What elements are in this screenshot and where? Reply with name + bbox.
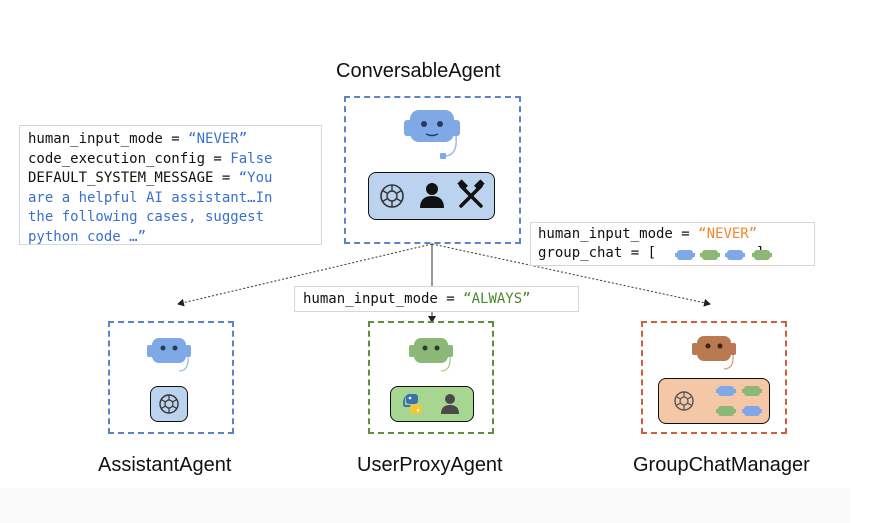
mini-robot-icon: [675, 250, 695, 260]
userproxy-agent-title: UserProxyAgent: [357, 454, 503, 476]
assistant-agent-box: [108, 321, 234, 434]
assistant-agent-title: AssistantAgent: [98, 454, 232, 476]
tools-icon: [457, 179, 485, 208]
mini-robot-icon: [742, 386, 762, 396]
assistant-tools-tray: [150, 386, 188, 422]
person-icon: [420, 183, 444, 208]
groupchat-config-box: human_input_mode = “NEVER” group_chat = …: [530, 222, 815, 266]
userproxy-agent-box: [368, 321, 494, 434]
person-icon: [441, 394, 459, 414]
groupchat-tools-tray: [658, 378, 770, 424]
mini-robot-icon: [700, 250, 720, 260]
config-line-system-msg: DEFAULT_SYSTEM_MESSAGE = “You: [28, 170, 273, 186]
footer-strip: [0, 488, 850, 523]
groupchat-line-human-input: human_input_mode = “NEVER”: [538, 226, 758, 242]
arrow-to-groupchat: [431, 243, 711, 307]
config-line-code-exec: code_execution_config = False: [28, 150, 273, 167]
mini-robot-icon: [725, 250, 745, 260]
mini-robot-icon: [716, 386, 736, 396]
mini-robot-icon: [742, 406, 762, 416]
arrow-to-assistant: [177, 243, 433, 307]
python-icon: [403, 394, 422, 414]
mini-robot-icon: [716, 406, 736, 416]
mini-robot-icon: [752, 250, 772, 260]
config-line-system-msg-3: the following cases, suggest: [28, 209, 265, 225]
groupchat-manager-box: [641, 321, 787, 434]
config-line-system-msg-2: are a helpful AI assistant…In: [28, 189, 273, 206]
config-line-system-msg-4: python code …”: [28, 228, 147, 245]
groupchat-manager-title: GroupChatManager: [633, 454, 810, 476]
conversable-agent-title: ConversableAgent: [336, 60, 501, 82]
userproxy-config-box: human_input_mode = “ALWAYS”: [294, 286, 579, 312]
config-line-human-input: human_input_mode = “NEVER”: [28, 131, 248, 147]
conversable-agent-box: [344, 96, 521, 244]
openai-icon: [380, 184, 404, 208]
conversable-tools-tray: [368, 172, 495, 220]
openai-icon: [674, 391, 694, 411]
conversable-config-box: human_input_mode = “NEVER” code_executio…: [19, 125, 322, 245]
